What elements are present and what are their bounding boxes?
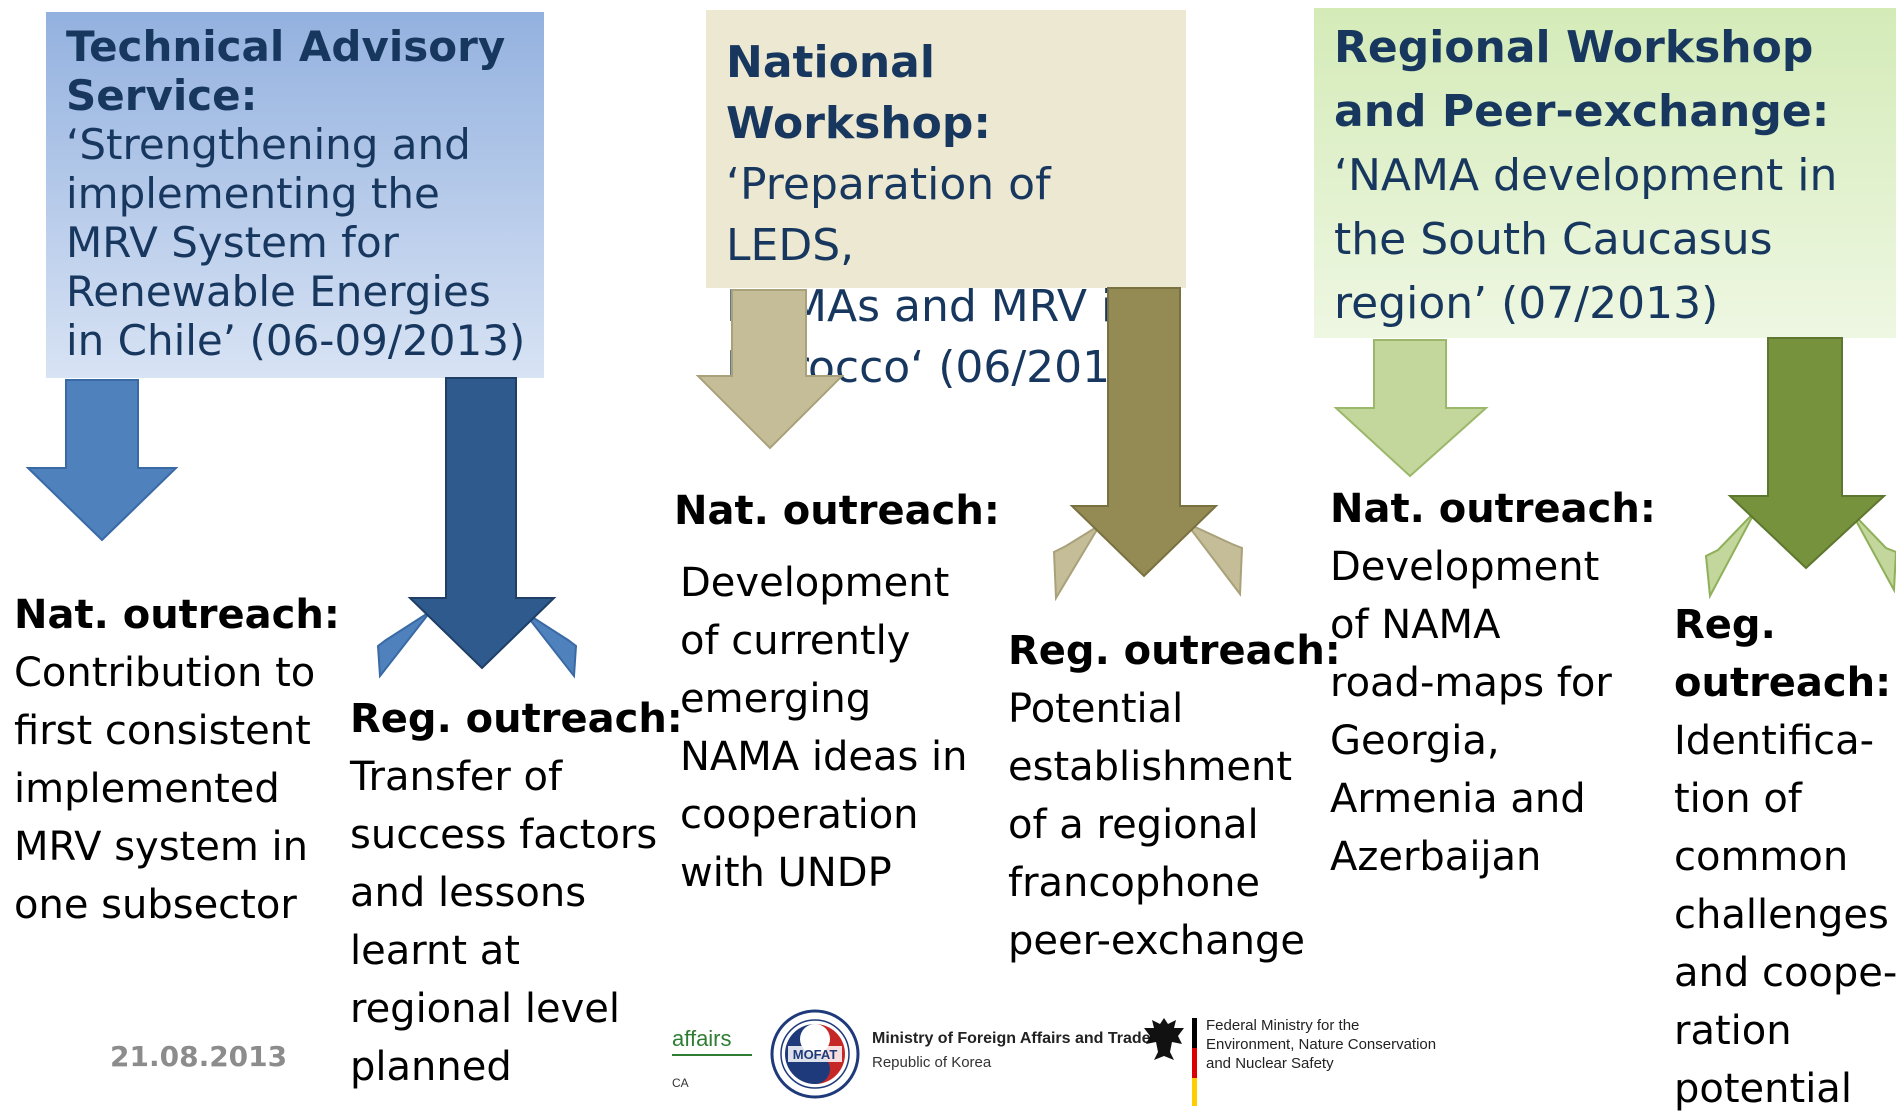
outreach-line: NAMA ideas in: [680, 734, 968, 780]
box-title-line: and Peer-exchange:: [1334, 86, 1830, 137]
box-technical-advisory: Technical Advisory Service: ‘Strengtheni…: [46, 12, 544, 378]
outreach-line: of NAMA: [1330, 602, 1501, 648]
outreach-heading-line: outreach:: [1674, 660, 1892, 706]
german-flag-bar: [1192, 1018, 1197, 1106]
outreach-line: emerging: [680, 676, 872, 722]
outreach-regional-caucasus: Reg. outreach: Identifica- tion of commo…: [1674, 596, 1896, 1118]
arrow-split-regional-blue: [376, 377, 578, 679]
box-subtitle-line: MRV System for: [66, 218, 399, 267]
box-title-line: Technical Advisory: [66, 22, 506, 71]
arrow-down-national-olive: [695, 289, 845, 450]
outreach-line: road-maps for: [1330, 660, 1612, 706]
outreach-regional-morocco: Reg. outreach: Potential establishment o…: [1008, 622, 1341, 970]
partial-logo-line: [672, 1054, 752, 1056]
outreach-regional-chile: Reg. outreach: Transfer of success facto…: [350, 690, 683, 1096]
outreach-line: peer-exchange: [1008, 918, 1306, 964]
mofat-country: Republic of Korea: [872, 1054, 992, 1071]
outreach-line: challenges: [1674, 892, 1889, 938]
arrow-split-regional-olive: [1052, 287, 1244, 602]
outreach-line: francophone: [1008, 860, 1261, 906]
mofat-name: Ministry of Foreign Affairs and Trade: [872, 1030, 1151, 1047]
bmu-name-line: Federal Ministry for the: [1206, 1017, 1360, 1034]
outreach-line: success factors: [350, 812, 658, 858]
box-subtitle-line: region’ (07/2013): [1334, 278, 1719, 329]
box-title: Regional Workshop and Peer-exchange:: [1334, 16, 1896, 144]
box-title: Technical Advisory Service:: [66, 22, 544, 120]
mofat-seal-text: MOFAT: [793, 1047, 838, 1062]
outreach-line: Identifica-: [1674, 718, 1875, 764]
outreach-line: Development: [1330, 544, 1600, 590]
outreach-line: MRV system in: [14, 824, 308, 870]
outreach-line: potential: [1674, 1066, 1852, 1112]
outreach-line: Contribution to: [14, 650, 316, 696]
outreach-line: establishment: [1008, 744, 1293, 790]
outreach-heading: Nat. outreach:: [14, 592, 340, 638]
box-subtitle: ‘Strengthening and implementing the MRV …: [66, 120, 544, 365]
federal-eagle-icon: [1144, 1018, 1184, 1060]
outreach-heading: Reg. outreach:: [1008, 628, 1341, 674]
arrow-down-national-blue: [25, 379, 179, 542]
outreach-national-caucasus: Nat. outreach: Development of NAMA road-…: [1330, 480, 1656, 886]
partial-logo-subtext: CA: [672, 1076, 689, 1090]
outreach-line: common: [1674, 834, 1849, 880]
outreach-heading-line: Reg.: [1674, 602, 1776, 648]
outreach-heading: Nat. outreach:: [674, 488, 1000, 534]
outreach-line: learnt at: [350, 928, 520, 974]
outreach-line: implemented: [14, 766, 280, 812]
box-title-line: Regional Workshop: [1334, 22, 1814, 73]
outreach-heading: Nat. outreach:: [1330, 486, 1656, 532]
outreach-line: ration: [1674, 1008, 1792, 1054]
box-subtitle-line: ‘Strengthening and: [66, 120, 471, 169]
outreach-line: planned: [350, 1044, 512, 1090]
bmu-name: Federal Ministry for the Environment, Na…: [1206, 1016, 1436, 1073]
outreach-line: Transfer of: [350, 754, 563, 800]
box-subtitle-line: in Chile’ (06-09/2013): [66, 316, 526, 365]
outreach-line: first consistent: [14, 708, 311, 754]
outreach-line: and lessons: [350, 870, 587, 916]
outreach-line: of currently: [680, 618, 911, 664]
box-subtitle-line: ‘NAMA development in: [1334, 150, 1838, 201]
box-subtitle: ‘NAMA development in the South Caucasus …: [1334, 144, 1896, 336]
box-title: National Workshop:: [726, 37, 991, 149]
partial-logo-text: affairs: [672, 1026, 732, 1051]
outreach-line: one subsector: [14, 882, 297, 928]
box-title-line: Service:: [66, 71, 258, 120]
outreach-heading: Reg. outreach:: [350, 696, 683, 742]
bmu-name-line: Environment, Nature Conservation: [1206, 1036, 1437, 1053]
slide-date: 21.08.2013: [110, 1040, 288, 1073]
outreach-line: cooperation: [680, 792, 919, 838]
outreach-line: tion of: [1674, 776, 1802, 822]
outreach-line: Armenia and: [1330, 776, 1586, 822]
box-regional-workshop: Regional Workshop and Peer-exchange: ‘NA…: [1314, 8, 1896, 338]
box-subtitle-line: ‘Preparation of LEDS,: [726, 159, 1051, 271]
outreach-line: Azerbaijan: [1330, 834, 1542, 880]
outreach-line: with UNDP: [680, 850, 892, 896]
box-subtitle-line: Renewable Energies: [66, 267, 491, 316]
outreach-national-chile: Nat. outreach: Contribution to first con…: [14, 586, 340, 934]
outreach-line: Georgia,: [1330, 718, 1500, 764]
box-subtitle-line: implementing the: [66, 169, 440, 218]
outreach-line: Potential: [1008, 686, 1184, 732]
outreach-line: regional level: [350, 986, 620, 1032]
arrow-split-regional-green: [1704, 337, 1896, 600]
outreach-line: Development: [680, 560, 950, 606]
bmu-name-line: and Nuclear Safety: [1206, 1055, 1334, 1072]
outreach-line: of a regional: [1008, 802, 1259, 848]
outreach-line: and coope-: [1674, 950, 1896, 996]
arrow-down-national-green: [1333, 339, 1489, 478]
box-subtitle-line: the South Caucasus: [1334, 214, 1773, 265]
box-national-workshop: National Workshop: ‘Preparation of LEDS,…: [706, 10, 1186, 393]
outreach-national-morocco: Nat. outreach: Development of currently …: [674, 482, 1000, 902]
mofat-seal-icon: MOFAT: [770, 1009, 860, 1099]
